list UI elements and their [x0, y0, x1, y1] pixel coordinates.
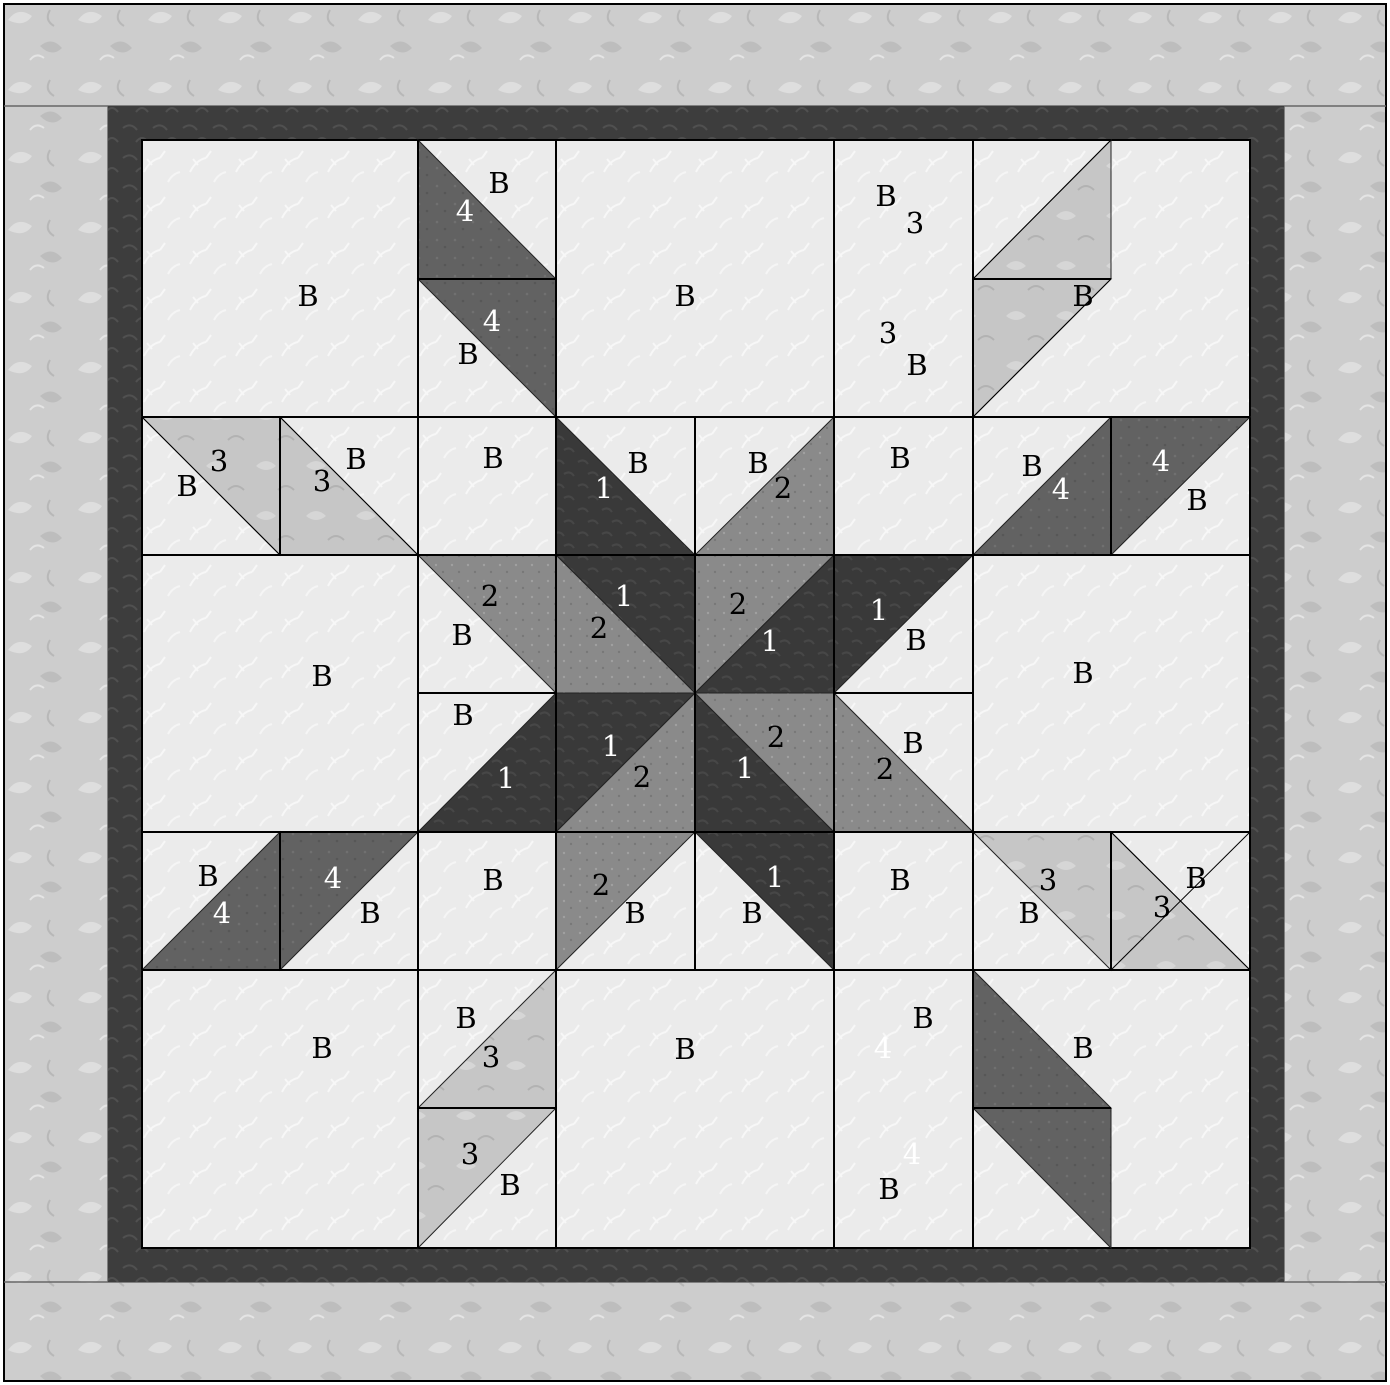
fabric-4-label: 4 [324, 861, 342, 895]
fabric-2-label: 2 [774, 471, 792, 505]
background-fabric-label: B [488, 166, 509, 200]
background-fabric-label: B [455, 1001, 476, 1035]
fabric-4-label: 4 [483, 304, 501, 338]
fabric-2-label: 2 [876, 752, 894, 786]
background-fabric-label: B [311, 659, 332, 693]
fabric-1-label: 1 [766, 860, 784, 894]
background-fabric-label: B [1018, 896, 1039, 930]
background-fabric-label: B [1072, 656, 1093, 690]
background-fabric-label: B [624, 896, 645, 930]
background-fabric-label: B [875, 179, 896, 213]
fabric-2-label: 2 [633, 760, 651, 794]
background-fabric-label: B [1072, 279, 1093, 313]
fabric-1-label: 1 [595, 471, 613, 505]
background-fabric-label: B [1186, 483, 1207, 517]
background-fabric-label: B [905, 623, 926, 657]
fabric-1-label: 1 [736, 751, 754, 785]
fabric-3-label: 3 [1153, 890, 1171, 924]
background-fabric-label: B [674, 279, 695, 313]
fabric-2-label: 2 [481, 579, 499, 613]
background-fabric-label: B [451, 618, 472, 652]
background-fabric-label: B [878, 1172, 899, 1206]
fabric-1-label: 1 [615, 579, 633, 613]
fabric-3-label: 3 [906, 206, 924, 240]
background-fabric-label: B [912, 1001, 933, 1035]
fabric-4-label: 4 [456, 194, 474, 228]
fabric-3-label: 3 [1039, 863, 1057, 897]
background-fabric-label: B [1021, 449, 1042, 483]
background-fabric-label: B [457, 337, 478, 371]
fabric-3-label: 3 [210, 444, 228, 478]
background-fabric-label: B [311, 1031, 332, 1065]
background-fabric-label: B [902, 726, 923, 760]
fabric-2-label: 2 [767, 720, 785, 754]
fabric-3-label: 3 [461, 1137, 479, 1171]
fabric-4-label: 4 [1152, 444, 1170, 478]
fabric-1-label: 1 [870, 593, 888, 627]
background-fabric-label: B [482, 863, 503, 897]
background-fabric-label: B [359, 896, 380, 930]
background-fabric-label: B [452, 698, 473, 732]
fabric-3-label: 3 [879, 316, 897, 350]
fabric-4-label: 4 [903, 1137, 921, 1171]
fabric-1-label: 1 [761, 624, 779, 658]
background-fabric-label: B [297, 279, 318, 313]
background-fabric-label: B [741, 896, 762, 930]
background-fabric-label: B [197, 859, 218, 893]
fabric-1-label: 1 [497, 761, 515, 795]
background-fabric-label: B [482, 441, 503, 475]
fabric-4-label: 4 [1052, 472, 1070, 506]
background-fabric-label: B [889, 441, 910, 475]
fabric-2-label: 2 [729, 587, 747, 621]
fabric-2-label: 2 [590, 611, 608, 645]
fabric-4-label: 4 [874, 1031, 892, 1065]
background-fabric-label: B [1072, 1031, 1093, 1065]
background-fabric-label: B [1185, 861, 1206, 895]
background-fabric-label: B [627, 446, 648, 480]
background-fabric-label: B [176, 469, 197, 503]
fabric-3-label: 3 [482, 1040, 500, 1074]
fabric-4-label: 4 [213, 896, 231, 930]
background-fabric-label: B [889, 863, 910, 897]
background-fabric-label: B [906, 348, 927, 382]
fabric-2-label: 2 [592, 868, 610, 902]
fabric-1-label: 1 [602, 729, 620, 763]
background-fabric-label: B [499, 1168, 520, 1202]
background-fabric-label: B [747, 446, 768, 480]
background-fabric-label: B [674, 1032, 695, 1066]
background-fabric-label: B [345, 442, 366, 476]
fabric-3-label: 3 [313, 464, 331, 498]
